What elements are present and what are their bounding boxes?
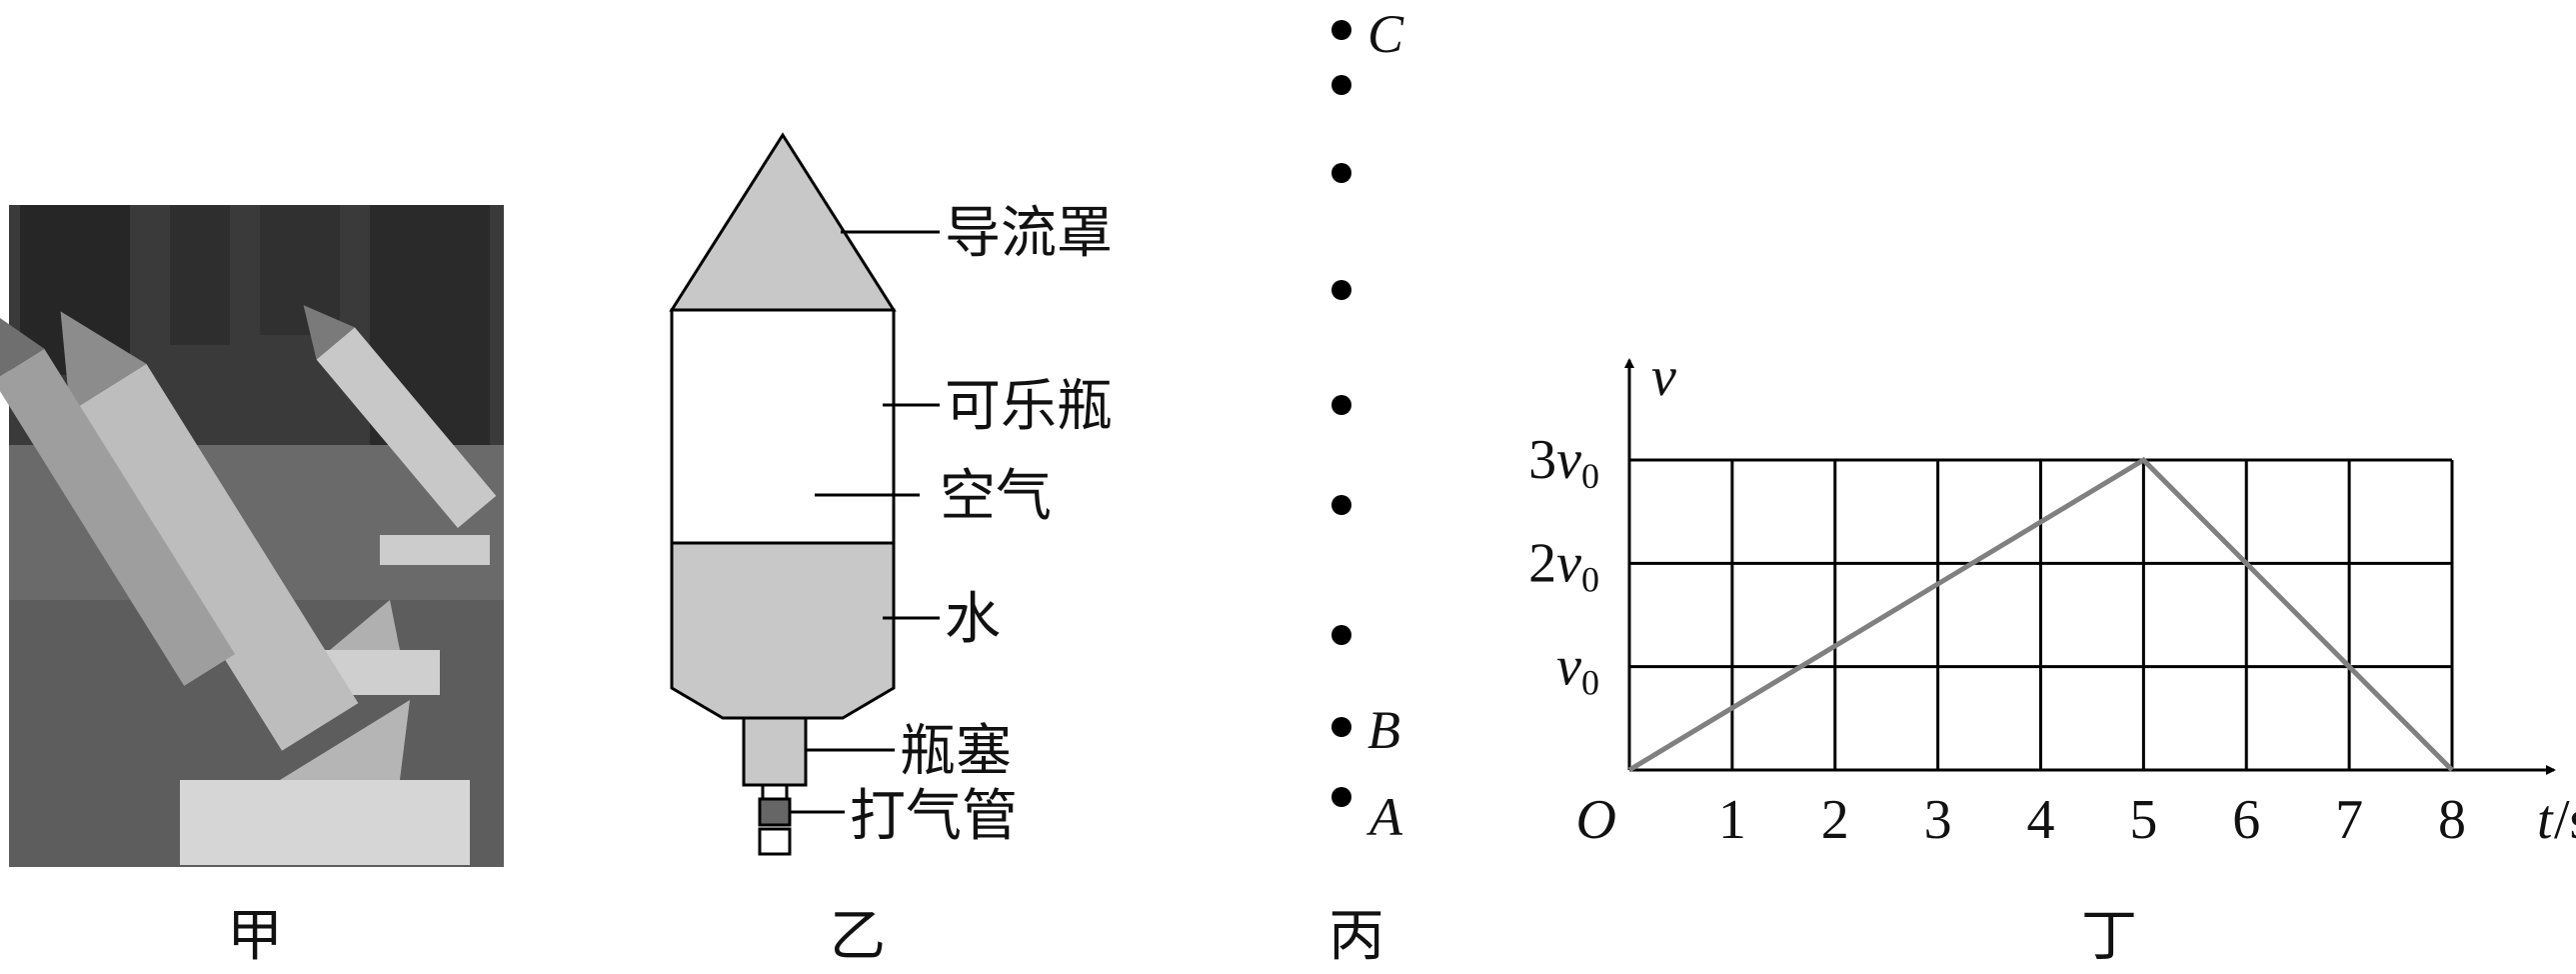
label-fairing: 导流罩 xyxy=(945,201,1113,266)
v-tick-label: 2v0 xyxy=(1528,532,1599,599)
strobe-dot xyxy=(1331,280,1351,300)
v-tick-labels: 3v0 2v0 v0 xyxy=(1528,429,1599,703)
panel-label-jia: 甲 xyxy=(227,904,283,969)
pump-tube-end xyxy=(758,827,792,856)
strobe-label-c: C xyxy=(1367,4,1404,64)
panel-label-yi: 乙 xyxy=(830,904,886,969)
label-bottle: 可乐瓶 xyxy=(945,374,1113,439)
t-tick-label: 8 xyxy=(2438,789,2466,851)
velocity-line xyxy=(1627,456,2454,773)
t-tick-label: 4 xyxy=(2027,789,2055,851)
photo-water-rockets xyxy=(0,205,504,867)
v-axis-label: v xyxy=(1651,346,1676,408)
t-axis-unit-label: /s xyxy=(2554,789,2576,851)
strobe-dot xyxy=(1331,20,1351,40)
pump-tube-connector xyxy=(761,783,789,801)
strobe-dot xyxy=(1331,625,1351,645)
t-tick-label: 3 xyxy=(1924,789,1952,851)
strobe-dot xyxy=(1331,495,1351,515)
label-pump-tube: 打气管 xyxy=(850,784,1018,849)
strobe-dot xyxy=(1331,75,1351,95)
bottle-air-section xyxy=(670,308,896,545)
t-tick-label: 5 xyxy=(2129,789,2157,851)
strobe-label-b: B xyxy=(1367,700,1400,760)
rocket-schematic xyxy=(669,132,940,856)
t-axis-var-label: t xyxy=(2537,789,2554,851)
vt-graph xyxy=(1624,358,2556,775)
origin-label: O xyxy=(1576,789,1616,851)
strobe-dot xyxy=(1331,395,1351,415)
label-water: 水 xyxy=(945,587,1001,652)
strobe-dot xyxy=(1331,163,1351,183)
strobe-dot xyxy=(1331,717,1351,737)
bottle-water-section xyxy=(670,541,896,720)
strobe-dots xyxy=(1331,20,1351,807)
strobe-label-a: A xyxy=(1366,787,1403,847)
t-tick-label: 7 xyxy=(2335,789,2363,851)
label-stopper: 瓶塞 xyxy=(900,719,1012,784)
v-tick-label: v0 xyxy=(1556,636,1599,703)
t-tick-label: 1 xyxy=(1718,789,1746,851)
stopper-block xyxy=(742,716,808,787)
v-tick-label: 3v0 xyxy=(1528,429,1599,496)
t-tick-label: 2 xyxy=(1821,789,1849,851)
strobe-dot xyxy=(1331,787,1351,807)
panel-label-bing: 丙 xyxy=(1328,904,1384,969)
fairing-cone xyxy=(669,132,897,312)
t-tick-labels: 1 2 3 4 5 6 7 8 xyxy=(1718,789,2466,851)
pump-tube-dark xyxy=(758,797,792,827)
label-air: 空气 xyxy=(940,464,1052,529)
graph-grid xyxy=(1629,458,2454,770)
t-tick-label: 6 xyxy=(2232,789,2260,851)
panel-label-ding: 丁 xyxy=(2081,904,2137,969)
